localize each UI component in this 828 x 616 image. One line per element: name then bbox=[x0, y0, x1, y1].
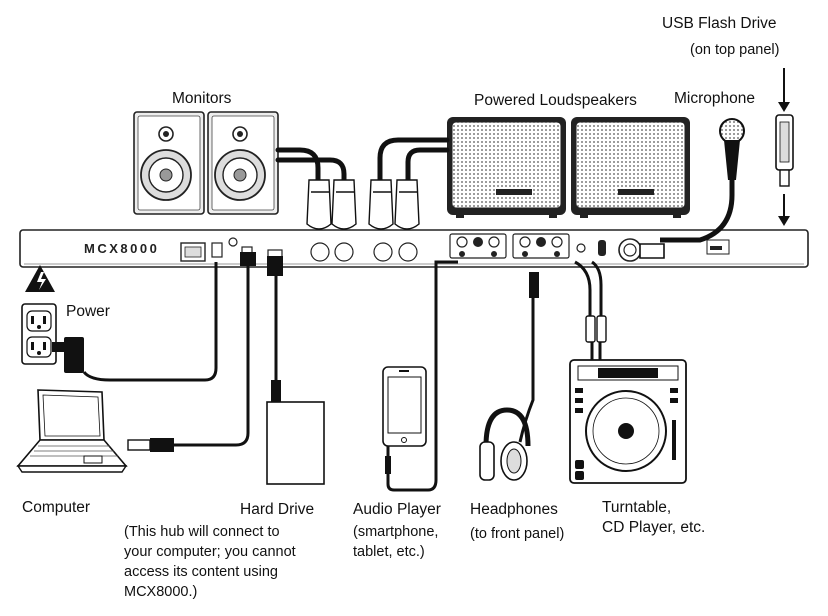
label-hard-drive: Hard Drive bbox=[240, 501, 315, 518]
label-audio-player: Audio Player bbox=[353, 501, 441, 518]
computer-image bbox=[16, 389, 128, 473]
label-headphones: Headphones bbox=[470, 501, 558, 518]
label-usb-flash-drive-note: (on top panel) bbox=[690, 42, 780, 58]
xlr-cables bbox=[275, 137, 450, 185]
label-turntable-line-1: Turntable, bbox=[602, 499, 672, 516]
high-voltage-warning-icon bbox=[25, 265, 55, 292]
microphone-image bbox=[639, 118, 745, 259]
monitors-image bbox=[133, 111, 279, 215]
label-turntable-line-2: CD Player, etc. bbox=[602, 519, 706, 536]
label-usb-flash-drive: USB Flash Drive bbox=[662, 15, 777, 32]
xlr-connectors bbox=[306, 179, 420, 230]
hard-drive-note-line-2: your computer; you cannot bbox=[124, 544, 296, 560]
usb-flash-drive-image bbox=[775, 68, 794, 226]
wall-outlet-icon bbox=[21, 303, 57, 365]
hard-drive-note-line-1: (This hub will connect to bbox=[124, 524, 280, 540]
audio-player-note-line-1: (smartphone, bbox=[353, 524, 439, 540]
usb-cable-computer bbox=[127, 252, 256, 452]
label-power: Power bbox=[66, 303, 110, 320]
power-adapter bbox=[52, 262, 218, 382]
audio-player-image bbox=[382, 260, 458, 492]
mcx8000-rear-panel: MCX8000 bbox=[19, 229, 809, 268]
label-monitors: Monitors bbox=[172, 90, 232, 107]
hard-drive-image bbox=[266, 256, 325, 485]
device-name: MCX8000 bbox=[84, 241, 159, 256]
hard-drive-note-line-3: access its content using bbox=[124, 564, 278, 580]
headphones-image bbox=[479, 272, 539, 481]
powered-loudspeakers-image bbox=[447, 117, 690, 218]
audio-player-note-line-2: tablet, etc.) bbox=[353, 544, 425, 560]
label-powered-loudspeakers: Powered Loudspeakers bbox=[474, 92, 637, 109]
label-computer: Computer bbox=[22, 499, 91, 516]
hard-drive-note-line-4: MCX8000.) bbox=[124, 584, 198, 600]
turntable-cd-player-image bbox=[569, 260, 687, 484]
power-in-jack[interactable] bbox=[211, 242, 223, 258]
label-headphones-note: (to front panel) bbox=[470, 526, 565, 542]
label-microphone: Microphone bbox=[674, 90, 755, 107]
